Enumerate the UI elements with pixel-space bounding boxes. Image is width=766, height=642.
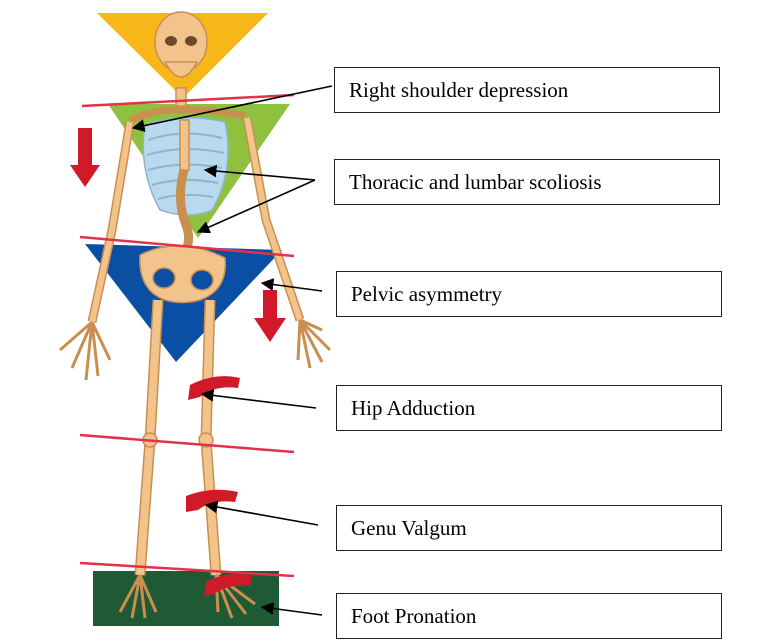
knee-line (79, 433, 295, 454)
foot-curve-arrow (204, 574, 252, 596)
label-hip-adduction: Hip Adduction (336, 385, 722, 431)
label-thoracic-lumbar-scoliosis: Thoracic and lumbar scoliosis (334, 159, 720, 205)
label-text: Genu Valgum (351, 515, 467, 540)
label-pelvic-asymmetry: Pelvic asymmetry (336, 271, 722, 317)
skeleton (59, 11, 332, 619)
pelvis-down-arrow (254, 290, 286, 342)
label-genu-valgum: Genu Valgum (336, 505, 722, 551)
label-text: Hip Adduction (351, 395, 476, 420)
label-text: Foot Pronation (351, 603, 477, 628)
label-text: Thoracic and lumbar scoliosis (349, 169, 602, 194)
label-text: Pelvic asymmetry (351, 281, 503, 306)
ankle-line (79, 561, 295, 578)
shoulder-down-arrow (70, 128, 100, 187)
shoulder-line (81, 93, 295, 108)
label-text: Right shoulder depression (349, 77, 569, 102)
reference-lines (79, 93, 295, 578)
pelvis-line (79, 235, 295, 258)
hip-curve-arrow (188, 376, 240, 400)
label-right-shoulder-depression: Right shoulder depression (334, 67, 720, 113)
pointer-arrows (131, 85, 333, 616)
label-foot-pronation: Foot Pronation (336, 593, 722, 639)
